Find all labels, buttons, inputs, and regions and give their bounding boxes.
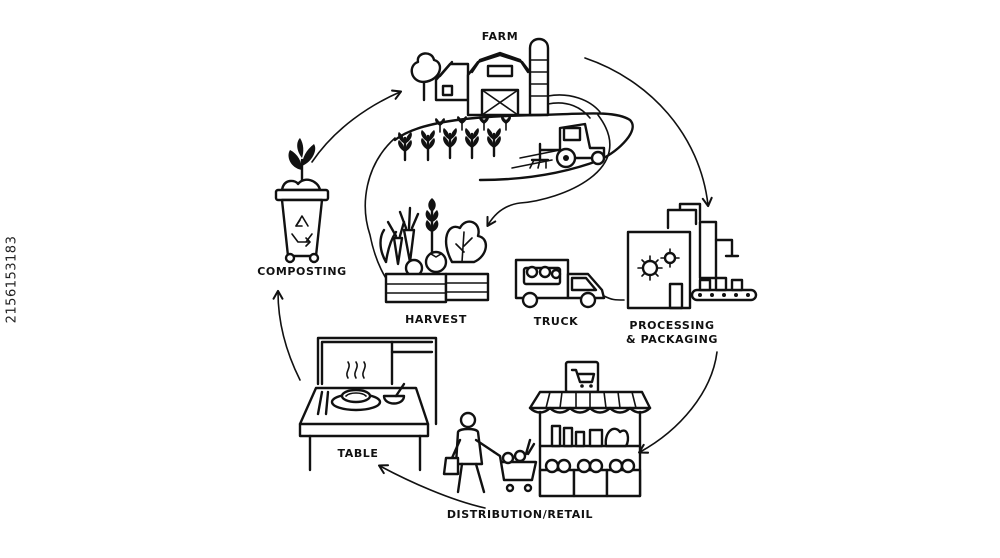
dining-table-icon: [298, 336, 438, 472]
conveyor-icon: [690, 276, 758, 302]
farm-house-icon: [434, 60, 470, 102]
arrow-farm-to-harvest: [364, 137, 400, 294]
compost-bin-icon: [274, 138, 330, 264]
delivery-truck-icon: [514, 258, 625, 309]
stage-label-composting: COMPOSTING: [257, 265, 347, 278]
tomato-icon: [424, 250, 448, 274]
stage-label-truck: TRUCK: [533, 315, 579, 328]
arrow-retail-to-table: [378, 464, 486, 509]
farm-illustration: [393, 37, 634, 182]
stage-label-distribution: DISTRIBUTION/RETAIL: [446, 508, 594, 521]
arrow-composting-to-farm: [311, 89, 403, 163]
greens-icon: [444, 220, 487, 264]
stock-id-text: 2156153183: [4, 235, 20, 323]
stock-id-side-text: 2156153183: [0, 0, 24, 558]
arrow-processing-to-retail: [638, 351, 718, 454]
cycle-arrows: [272, 57, 718, 509]
arrow-table-to-composting: [272, 289, 301, 381]
arrow-field-to-harvest-crate: [486, 114, 611, 227]
tree-icon: [410, 52, 442, 102]
factory-icon: [626, 202, 758, 310]
crops-icon: [398, 116, 511, 162]
arrow-farm-to-processing: [584, 57, 713, 208]
harvest-crate-icon: [379, 198, 490, 304]
shopping-cart-icon: [570, 368, 596, 388]
field-outline: [393, 112, 634, 182]
market-stall-icon: [528, 360, 652, 498]
silo-icon: [528, 37, 550, 117]
carrot-icon: [386, 206, 420, 266]
gear-icon: [637, 248, 680, 281]
stage-label-farm: FARM: [481, 30, 519, 43]
wheat-icon: [425, 198, 439, 257]
shopper-icon: [442, 411, 538, 494]
tractor-icon: [529, 122, 606, 169]
stage-label-harvest: HARVEST: [405, 313, 467, 326]
stage-label-table: TABLE: [337, 447, 379, 460]
stage-label-packaging: & PACKAGING: [625, 333, 719, 346]
stage-label-processing: PROCESSING: [629, 319, 715, 332]
farm-barn-icon: [466, 51, 534, 117]
recycle-icon: [291, 215, 313, 247]
sprout-icon: [288, 138, 316, 186]
